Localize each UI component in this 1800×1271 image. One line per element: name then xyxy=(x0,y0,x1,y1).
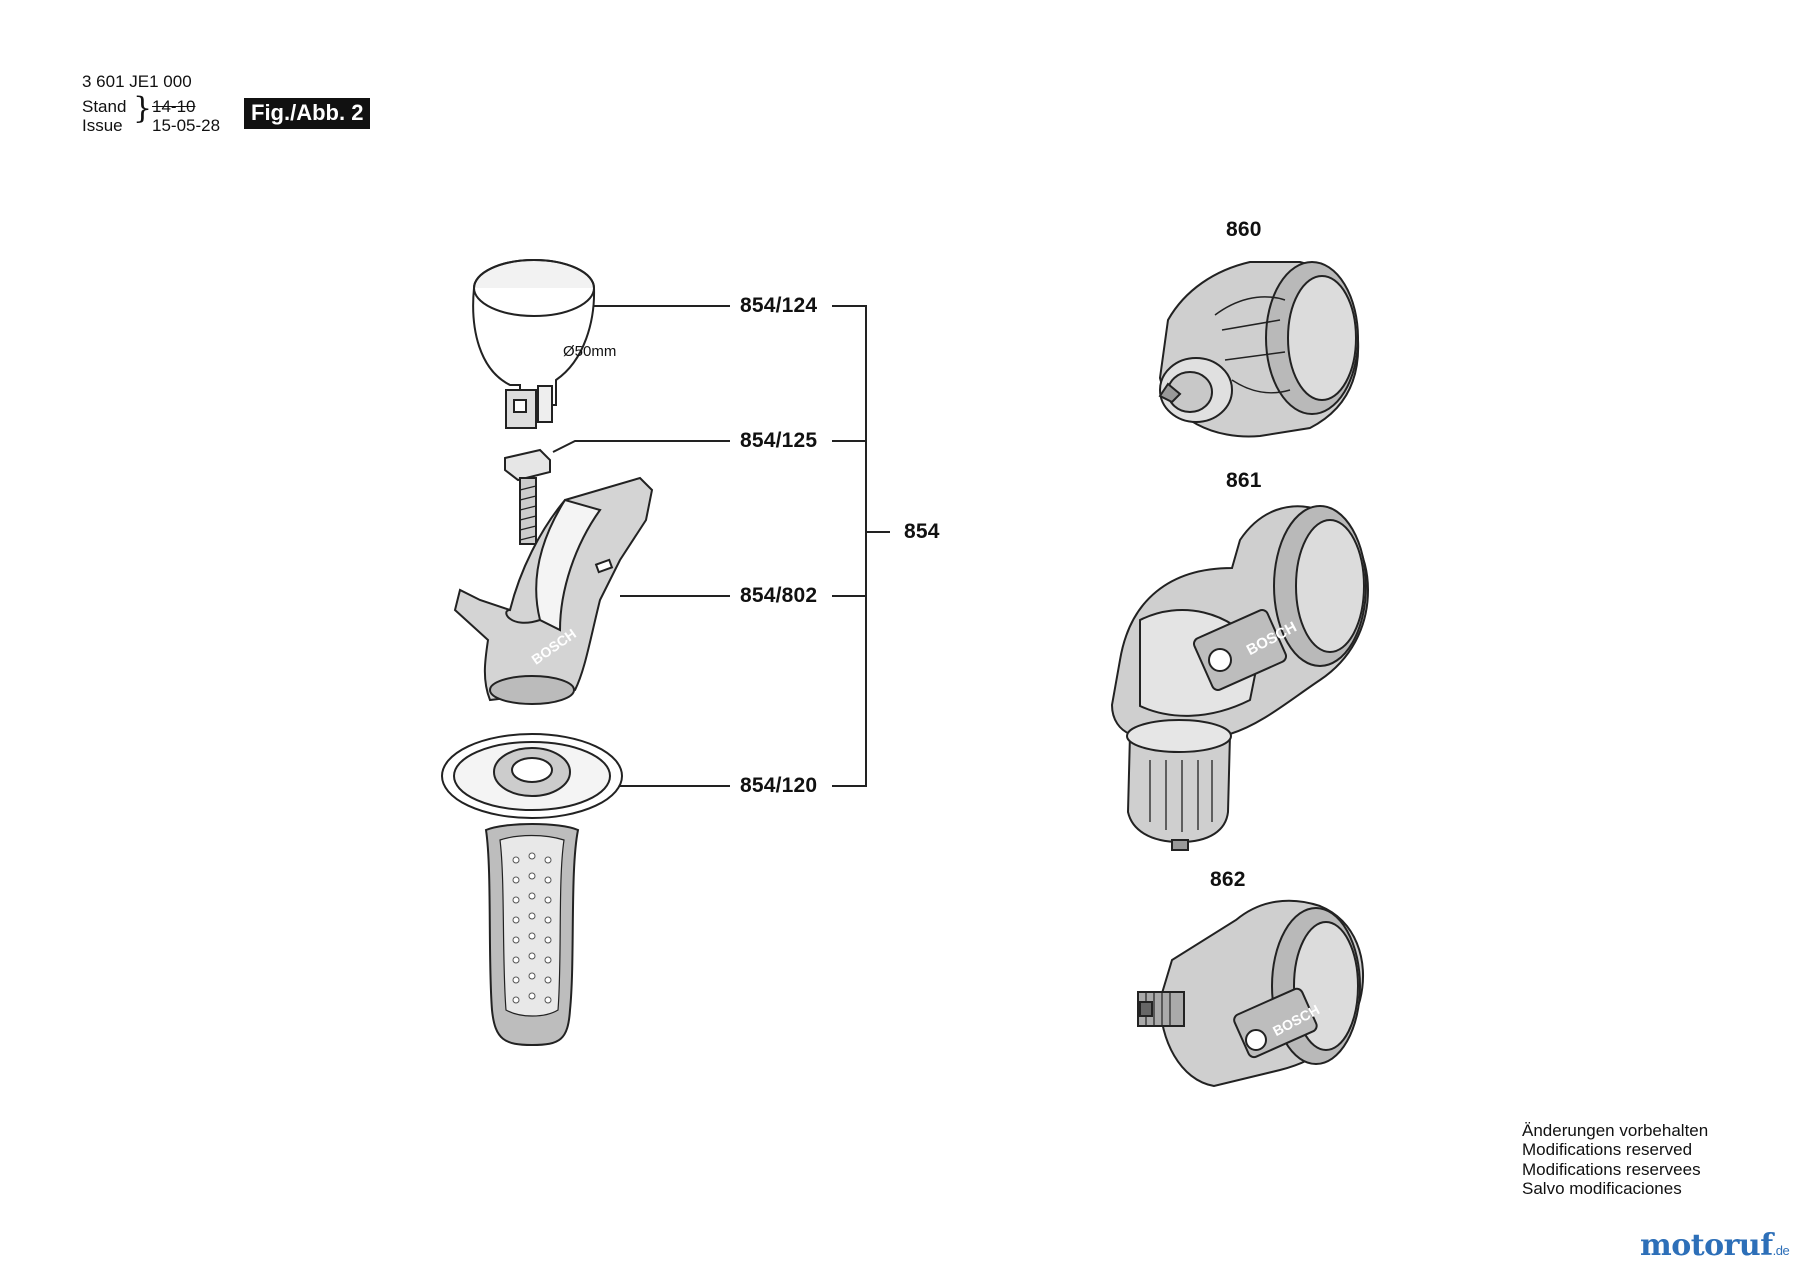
label-862: 862 xyxy=(1210,868,1246,891)
side-handle-part xyxy=(441,733,623,1047)
leader-854-125 xyxy=(552,440,730,453)
group-bracket-854 xyxy=(832,305,867,787)
issue-value: 15-05-28 xyxy=(152,116,221,135)
note-english: Modifications reserved xyxy=(1522,1140,1693,1159)
label-854-125: 854/125 xyxy=(740,429,818,452)
label-861: 861 xyxy=(1226,469,1262,492)
watermark-name: motoruf xyxy=(1640,1228,1773,1263)
stand-value: 14-10 xyxy=(152,97,196,116)
brace-glyph: } xyxy=(133,91,153,126)
watermark-tld: .de xyxy=(1772,1243,1790,1258)
t-bolt-part xyxy=(504,448,551,545)
note-german: Änderungen vorbehalten xyxy=(1522,1121,1709,1140)
label-854-120: 854/120 xyxy=(740,774,818,797)
note-spanish: Salvo modificaciones xyxy=(1522,1179,1682,1198)
angle-attachment-part: BOSCH xyxy=(1110,505,1370,851)
note-french: Modifications reservees xyxy=(1522,1160,1701,1179)
bit-holder-attachment-part: BOSCH xyxy=(1137,899,1364,1088)
chuck-attachment-part xyxy=(1158,261,1360,438)
label-860: 860 xyxy=(1226,218,1262,241)
clamp-band-part xyxy=(472,259,596,429)
label-854-802: 854/802 xyxy=(740,584,818,607)
stand-label: Stand xyxy=(82,97,127,116)
issue-label: Issue xyxy=(82,116,123,135)
handle-bracket-part: BOSCH xyxy=(453,476,654,705)
watermark-logo: motoruf.de xyxy=(1640,1228,1790,1263)
label-854: 854 xyxy=(904,520,940,543)
label-854-124: 854/124 xyxy=(740,294,818,317)
figure-badge: Fig./Abb. 2 xyxy=(244,98,371,129)
document-number: 3 601 JE1 000 xyxy=(82,72,192,91)
diameter-annotation: Ø50mm xyxy=(563,343,617,360)
